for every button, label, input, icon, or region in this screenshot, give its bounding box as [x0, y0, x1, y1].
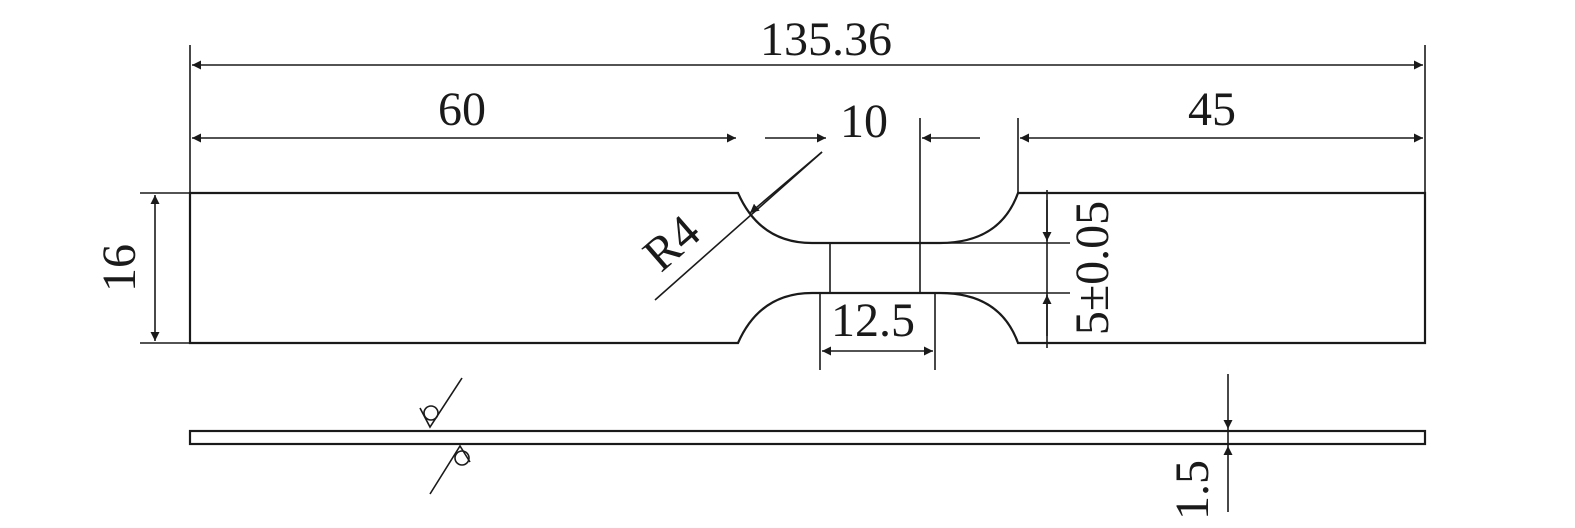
dim-thickness-label: 1.5 [1166, 460, 1219, 520]
dim-fillet-radius-label: R4 [633, 205, 710, 282]
dim-fillet-radius-arrow [749, 151, 823, 214]
dim-gauge-length-label: 12.5 [831, 294, 915, 347]
dim-fillet-radius-leader [654, 151, 823, 301]
specimen-outline [188, 191, 1427, 345]
dim-gauge-width-label: 5±0.05 [1066, 201, 1119, 335]
dim-left-grip-label: 60 [438, 83, 486, 136]
surface-finish-symbol-bottom [429, 444, 471, 495]
side-view-outline [188, 429, 1427, 446]
dim-total-length-label: 135.36 [760, 13, 892, 66]
dim-right-grip-label: 45 [1188, 83, 1236, 136]
dim-neck-offset-label: 10 [840, 95, 888, 148]
surface-finish-symbol-top [419, 377, 463, 429]
extension-lines [140, 45, 1426, 370]
dim-grip-width-label: 16 [93, 244, 146, 292]
